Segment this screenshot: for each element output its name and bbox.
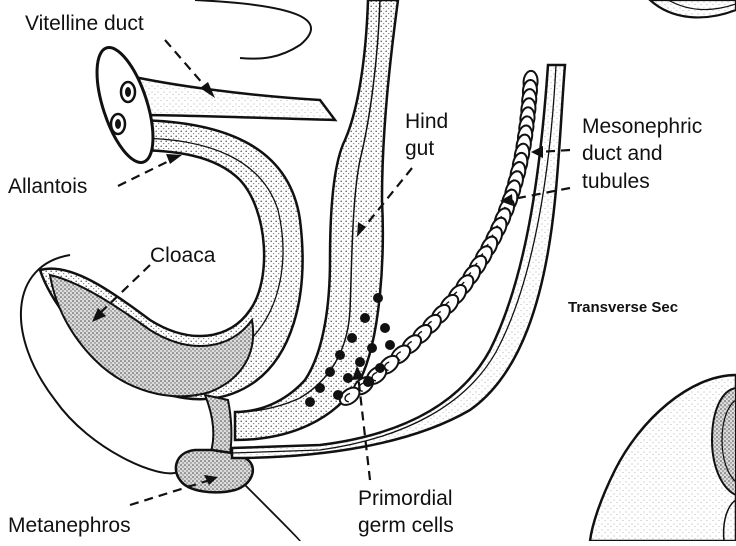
primordial-label-line1: Primordial — [358, 487, 453, 510]
cloaca-label: Cloaca — [150, 244, 216, 267]
germ-cell — [385, 340, 395, 350]
germ-cell — [335, 350, 345, 360]
germ-cell — [375, 363, 385, 373]
primordial-label-line2: germ cells — [358, 514, 454, 537]
vitelline-duct-label: Vitelline duct — [25, 12, 144, 35]
metanephros-label: Metanephros — [8, 514, 131, 537]
hind-gut-label-line2: gut — [405, 137, 434, 160]
germ-cell — [343, 373, 353, 383]
vitelline-duct-tube — [125, 75, 335, 120]
outer-membrane-curve — [195, 0, 311, 59]
germ-cell — [333, 390, 343, 400]
urogenital-connection — [205, 395, 231, 455]
germ-cell — [305, 397, 315, 407]
germ-cell — [360, 313, 370, 323]
germ-cell — [367, 343, 377, 353]
allantois-label: Allantois — [8, 175, 87, 198]
germ-cell — [363, 377, 373, 387]
germ-cell — [380, 323, 390, 333]
germ-cell — [355, 357, 365, 367]
germ-cell — [315, 383, 325, 393]
germ-cell — [325, 367, 335, 377]
mesonephric-label-line3: tubules — [582, 170, 650, 193]
germ-cell — [347, 333, 357, 343]
transverse-section-label: Transverse Sec — [568, 299, 678, 316]
mesonephric-label-line2: duct and — [582, 142, 663, 165]
hind-gut-label-line1: Hind — [405, 110, 448, 133]
germ-cell — [373, 293, 383, 303]
mesonephric-label-line1: Mesonephric — [582, 115, 702, 138]
